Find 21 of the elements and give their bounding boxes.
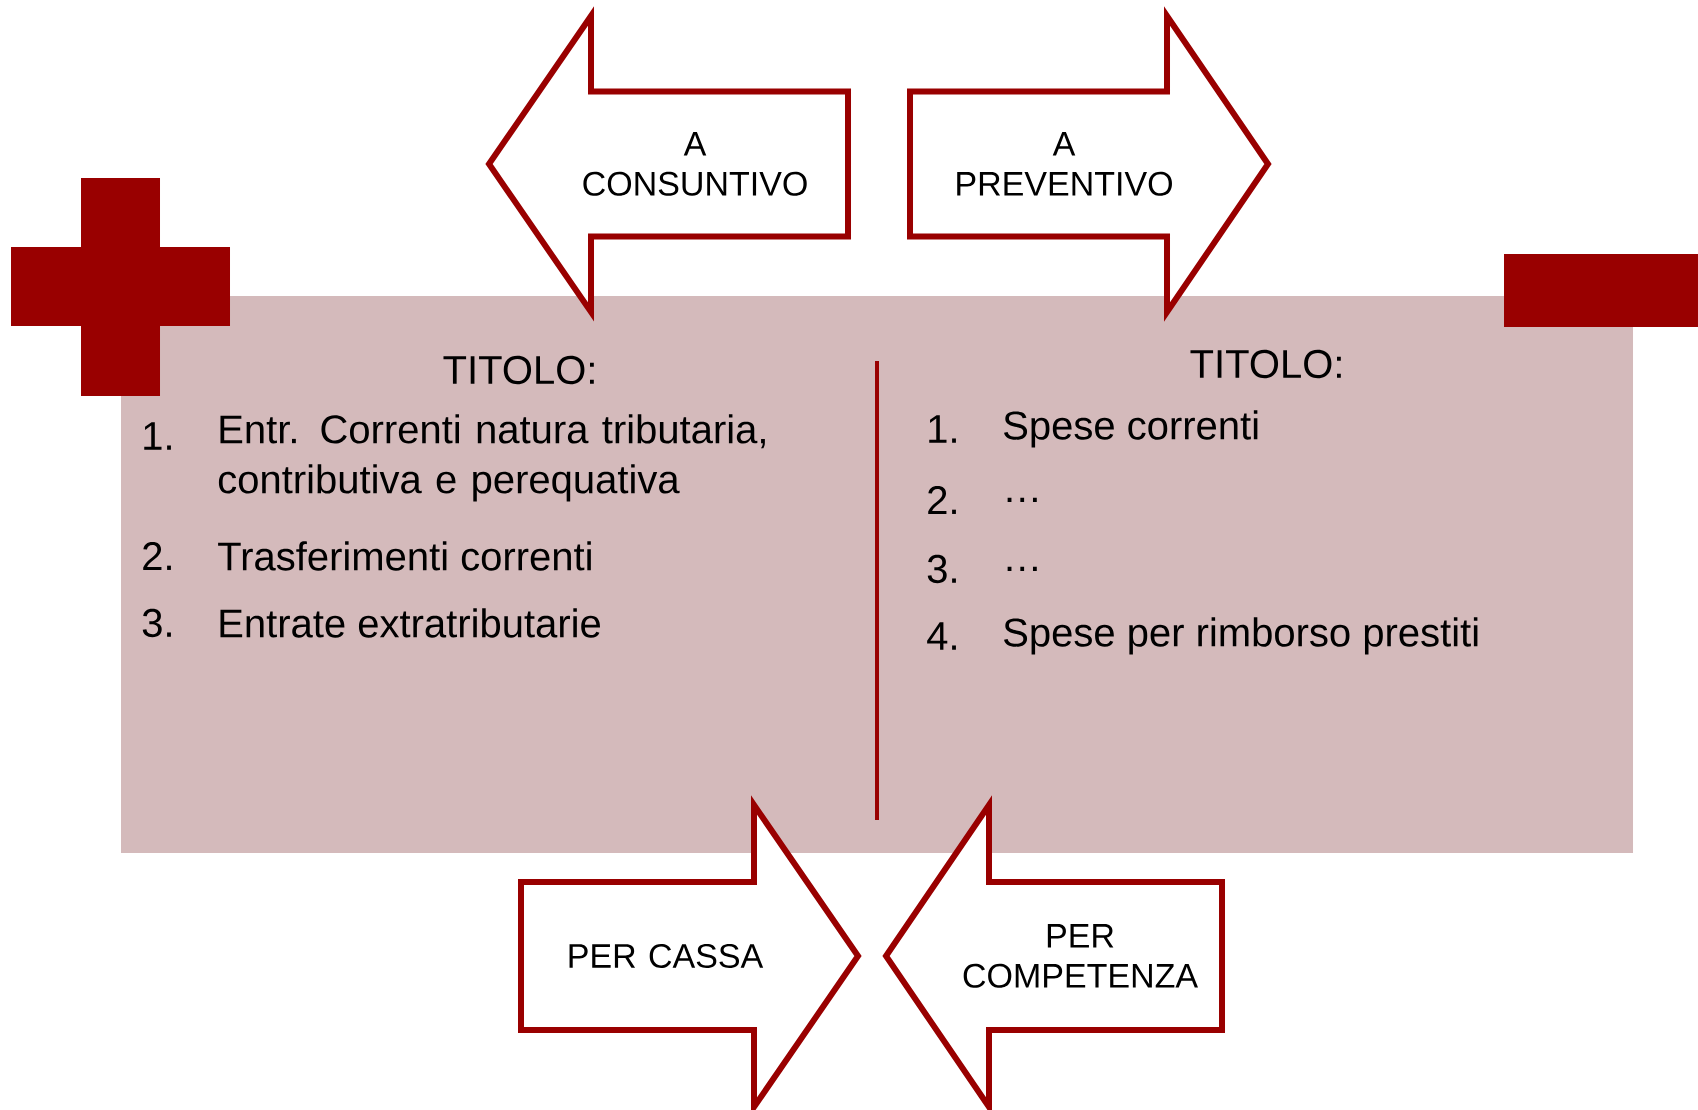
list-text: Entr. Correnti natura tributaria, contributiva e perequativa (218, 414, 765, 502)
node-label: PER COMPETENZA (963, 924, 1199, 988)
plus-sign (11, 178, 230, 396)
list-number: 2. (143, 542, 171, 570)
list-text: Spese per rimborso prestiti (1004, 617, 1478, 655)
list-number: 2. (928, 486, 956, 514)
node-label: PER CASSA (569, 943, 764, 969)
list-number: 3. (142, 608, 171, 638)
list-number: 1. (929, 415, 956, 443)
minus-sign (1504, 254, 1698, 327)
list-text: … (1007, 566, 1037, 572)
panel-background (121, 296, 1633, 853)
list-number: 1. (144, 422, 171, 450)
list-number: 3. (927, 554, 956, 584)
list-number: 4. (927, 622, 956, 650)
column-heading: TITOLO: (1190, 349, 1341, 379)
column-heading: TITOLO: (443, 355, 594, 385)
list-text: … (1007, 497, 1037, 503)
list-text: Entrate extratributarie (220, 608, 600, 638)
list-text: Spese correnti (1004, 410, 1258, 448)
list-text: Trasferimenti correnti (218, 541, 591, 571)
